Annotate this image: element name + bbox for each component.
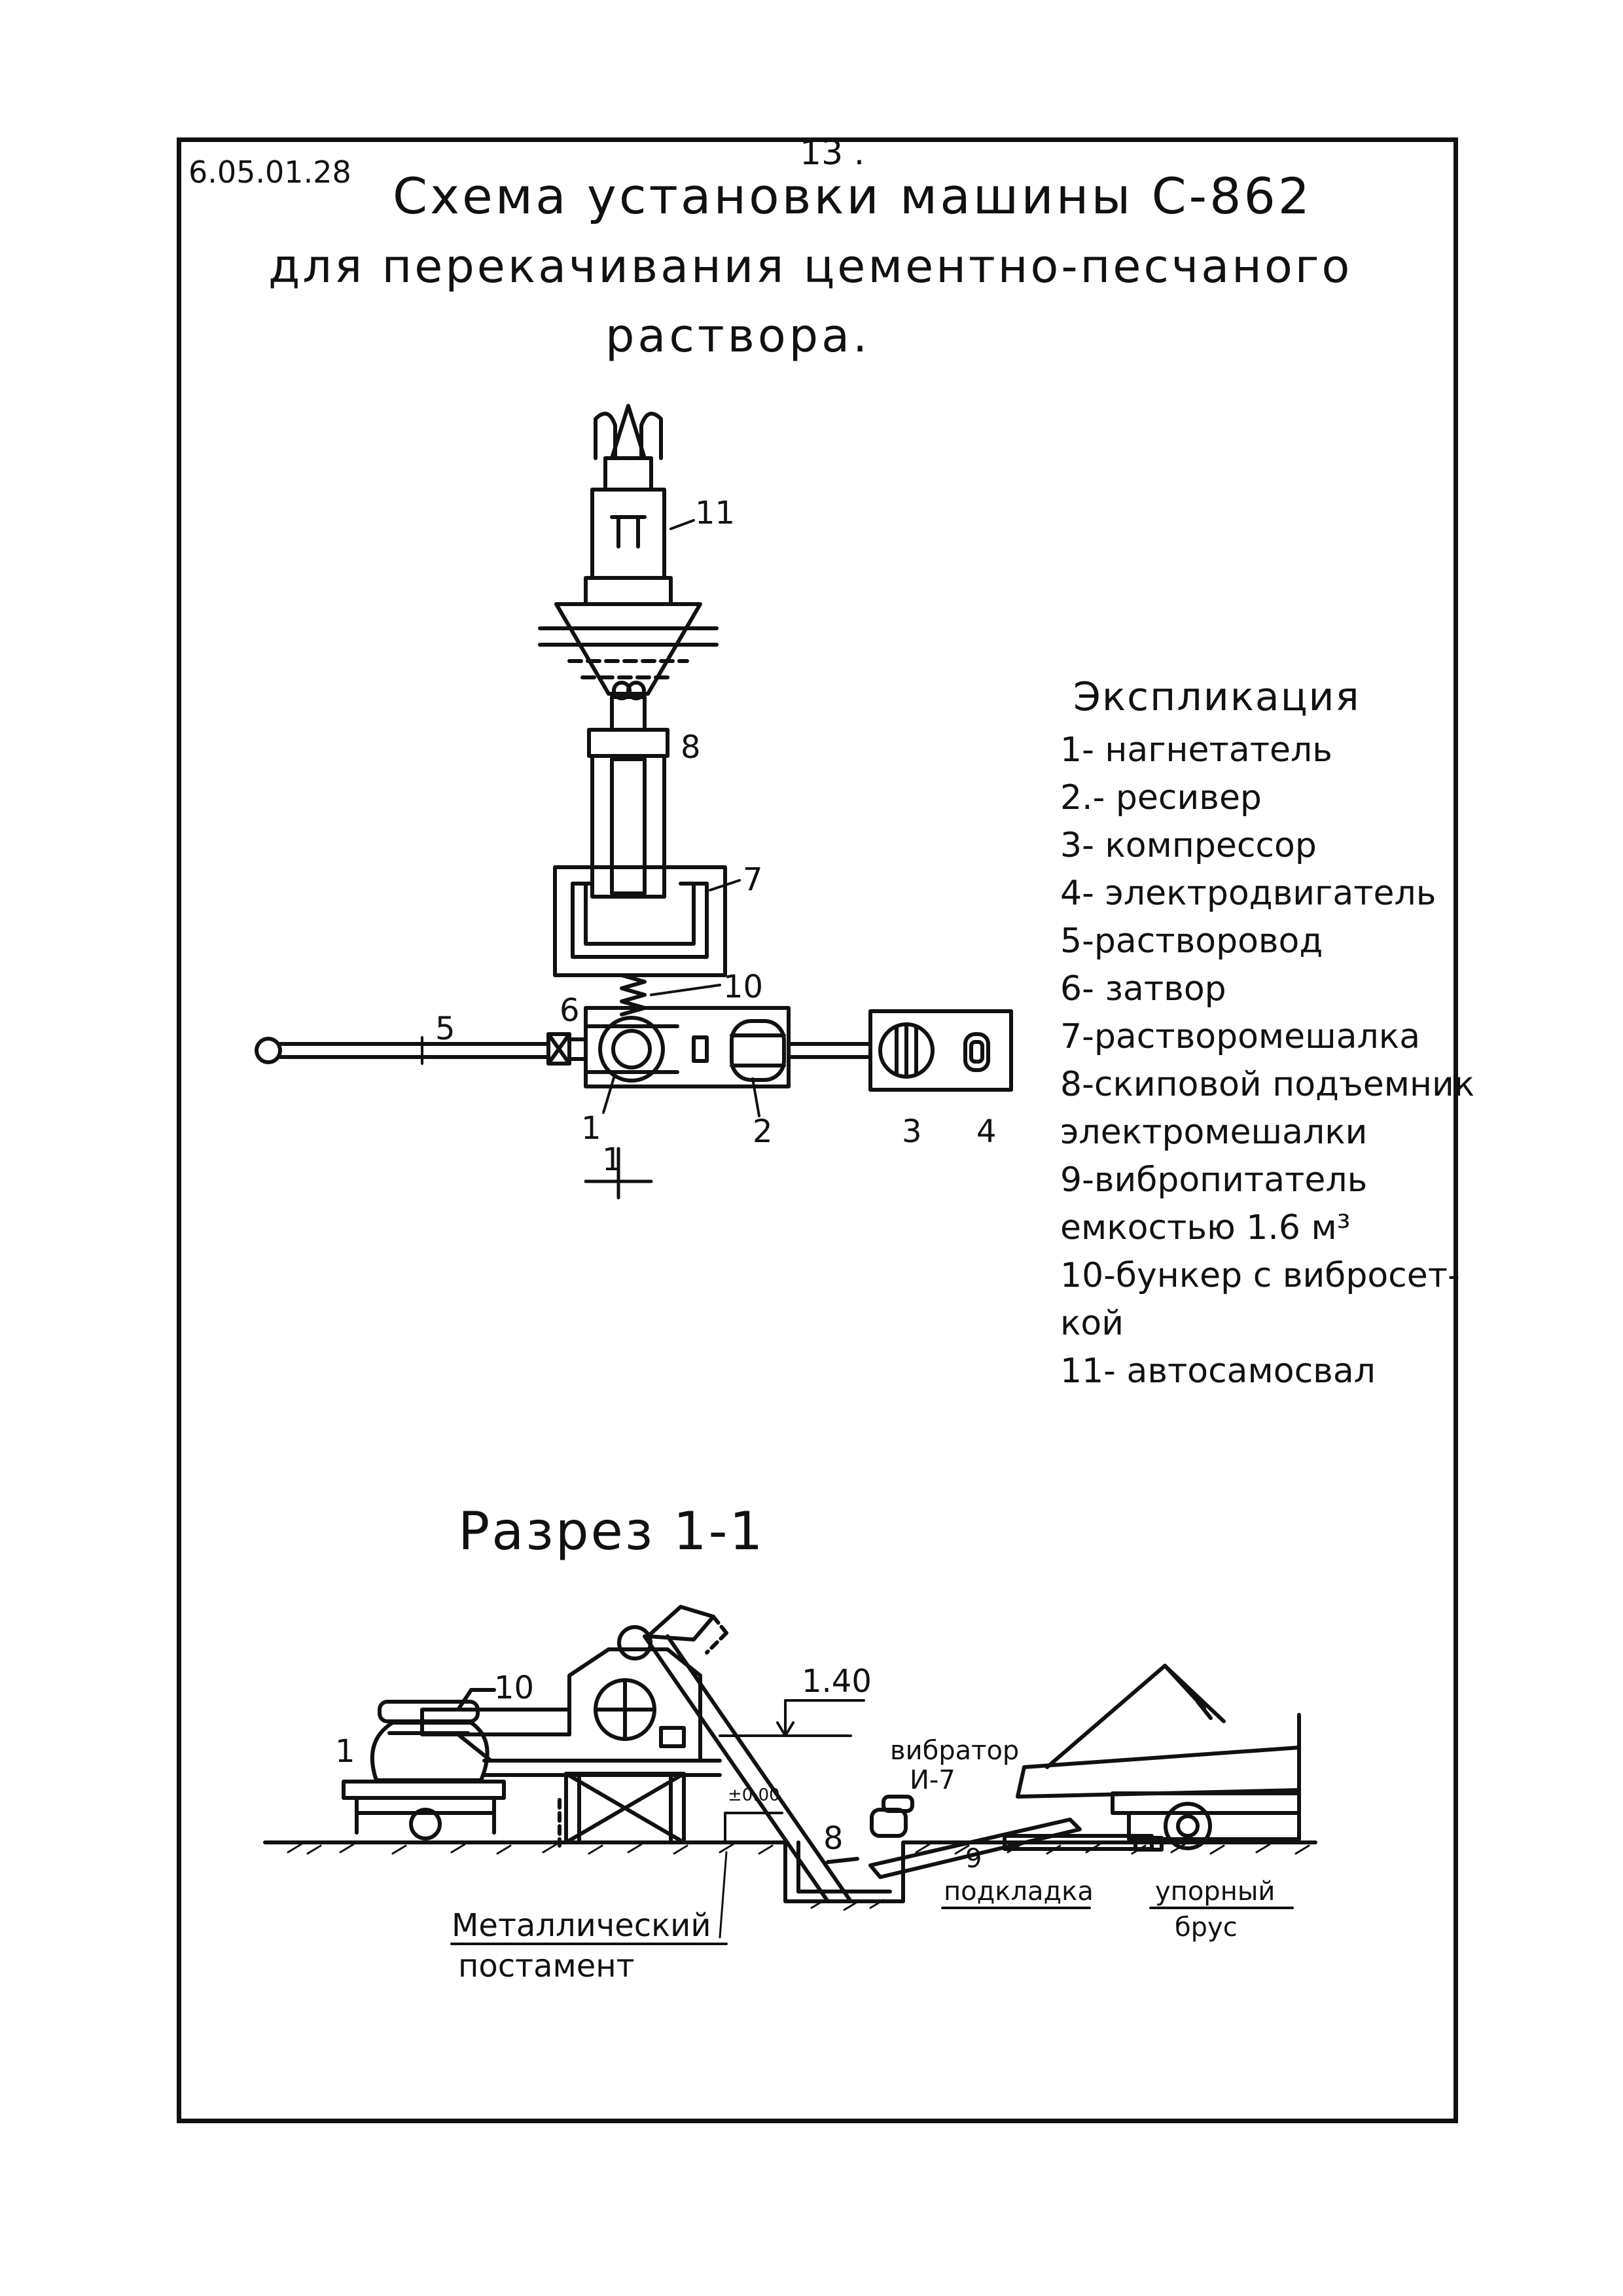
- title-line-1: Схема установки машины С-862: [393, 167, 1313, 225]
- legend-list: 1- нагнетатель 2.- ресивер 3- компрессор…: [1060, 726, 1474, 1395]
- section-title: Разрез 1-1: [458, 1501, 765, 1562]
- section-label-10: 10: [494, 1670, 535, 1706]
- title-line-2: для перекачивания цементно-песчаного: [268, 240, 1353, 293]
- legend-item: емкостью 1.6 м³: [1060, 1208, 1351, 1247]
- pump-unit-plan: [584, 1006, 791, 1088]
- legend-item: электромешалки: [1060, 1113, 1368, 1152]
- skip-hoist-section: [643, 1605, 859, 1903]
- skip-hoist-plan: [587, 695, 669, 899]
- pedestal-label: постамент: [458, 1948, 635, 1984]
- mortar-mixer-plan: [553, 865, 727, 977]
- dump-truck-section: [1016, 1664, 1301, 1850]
- legend-item: 4- электродвигатель: [1060, 874, 1436, 913]
- legend-item: 2.- ресивер: [1060, 778, 1262, 817]
- metal-platform-section: [482, 1625, 722, 1848]
- legend-title: Экспликация: [1073, 674, 1361, 720]
- legend-item: 6- затвор: [1060, 969, 1226, 1009]
- legend-item: 9-вибропитатель: [1060, 1160, 1368, 1200]
- vibrator-label: вибратор: [890, 1736, 1020, 1766]
- stop-beam: [1133, 1836, 1164, 1852]
- section-label-9: 9: [965, 1844, 982, 1874]
- stop-beam-label-2: брус: [1175, 1912, 1238, 1943]
- stop-beam-label: упорный: [1155, 1876, 1275, 1907]
- plan-label-2: 2: [753, 1113, 773, 1150]
- legend-item: 1- нагнетатель: [1060, 730, 1332, 770]
- plan-label-3: 3: [902, 1113, 922, 1150]
- plan-view: [255, 404, 1013, 1200]
- page-number: 13 .: [800, 134, 865, 173]
- legend-item: 3- компрессор: [1060, 826, 1317, 865]
- elevation-0-00-label: ±0.00: [728, 1785, 780, 1805]
- podkladka-label: подкладка: [944, 1876, 1094, 1907]
- legend-item: 10-бункер с вибросет-: [1060, 1256, 1460, 1295]
- document-code: 6.05.01.28: [188, 154, 351, 190]
- title-line-3: раствора.: [605, 309, 871, 363]
- section-cut-label: 1: [602, 1141, 622, 1178]
- plan-label-8: 8: [681, 729, 701, 766]
- elevation-1-40: [719, 1699, 865, 1737]
- vibrator-model-label: И-7: [910, 1765, 955, 1795]
- plan-label-1: 1: [581, 1110, 601, 1147]
- plan-label-5: 5: [435, 1011, 455, 1047]
- legend-item: 11- автосамосвал: [1060, 1352, 1376, 1391]
- metal-pedestal-label: Металлический: [452, 1907, 711, 1944]
- legend-item: 7-растворомешалка: [1060, 1017, 1421, 1056]
- section-view: [263, 1605, 1317, 1945]
- legend-item: кой: [1060, 1304, 1124, 1343]
- hopper-plan: [538, 576, 719, 700]
- drawing-frame: [177, 137, 1458, 2123]
- dump-truck-plan: [590, 404, 666, 580]
- plan-label-11: 11: [695, 495, 736, 531]
- elevation-1-40-label: 1.40: [802, 1663, 872, 1700]
- section-label-1: 1: [335, 1733, 355, 1770]
- plan-label-10: 10: [723, 969, 764, 1005]
- plan-label-4: 4: [976, 1113, 997, 1150]
- mortar-pipeline-plan: [255, 1036, 550, 1065]
- legend-item: 5-растворовод: [1060, 922, 1323, 961]
- plan-label-7: 7: [743, 861, 763, 898]
- gate-valve-plan: [546, 1032, 588, 1066]
- compressor-unit-plan: [868, 1009, 1013, 1092]
- legend-item: 8-скиповой подъемник: [1060, 1065, 1475, 1104]
- plan-label-6: 6: [560, 992, 580, 1029]
- section-label-8: 8: [823, 1820, 844, 1857]
- vibratory-feeder-section: [868, 1795, 1154, 1879]
